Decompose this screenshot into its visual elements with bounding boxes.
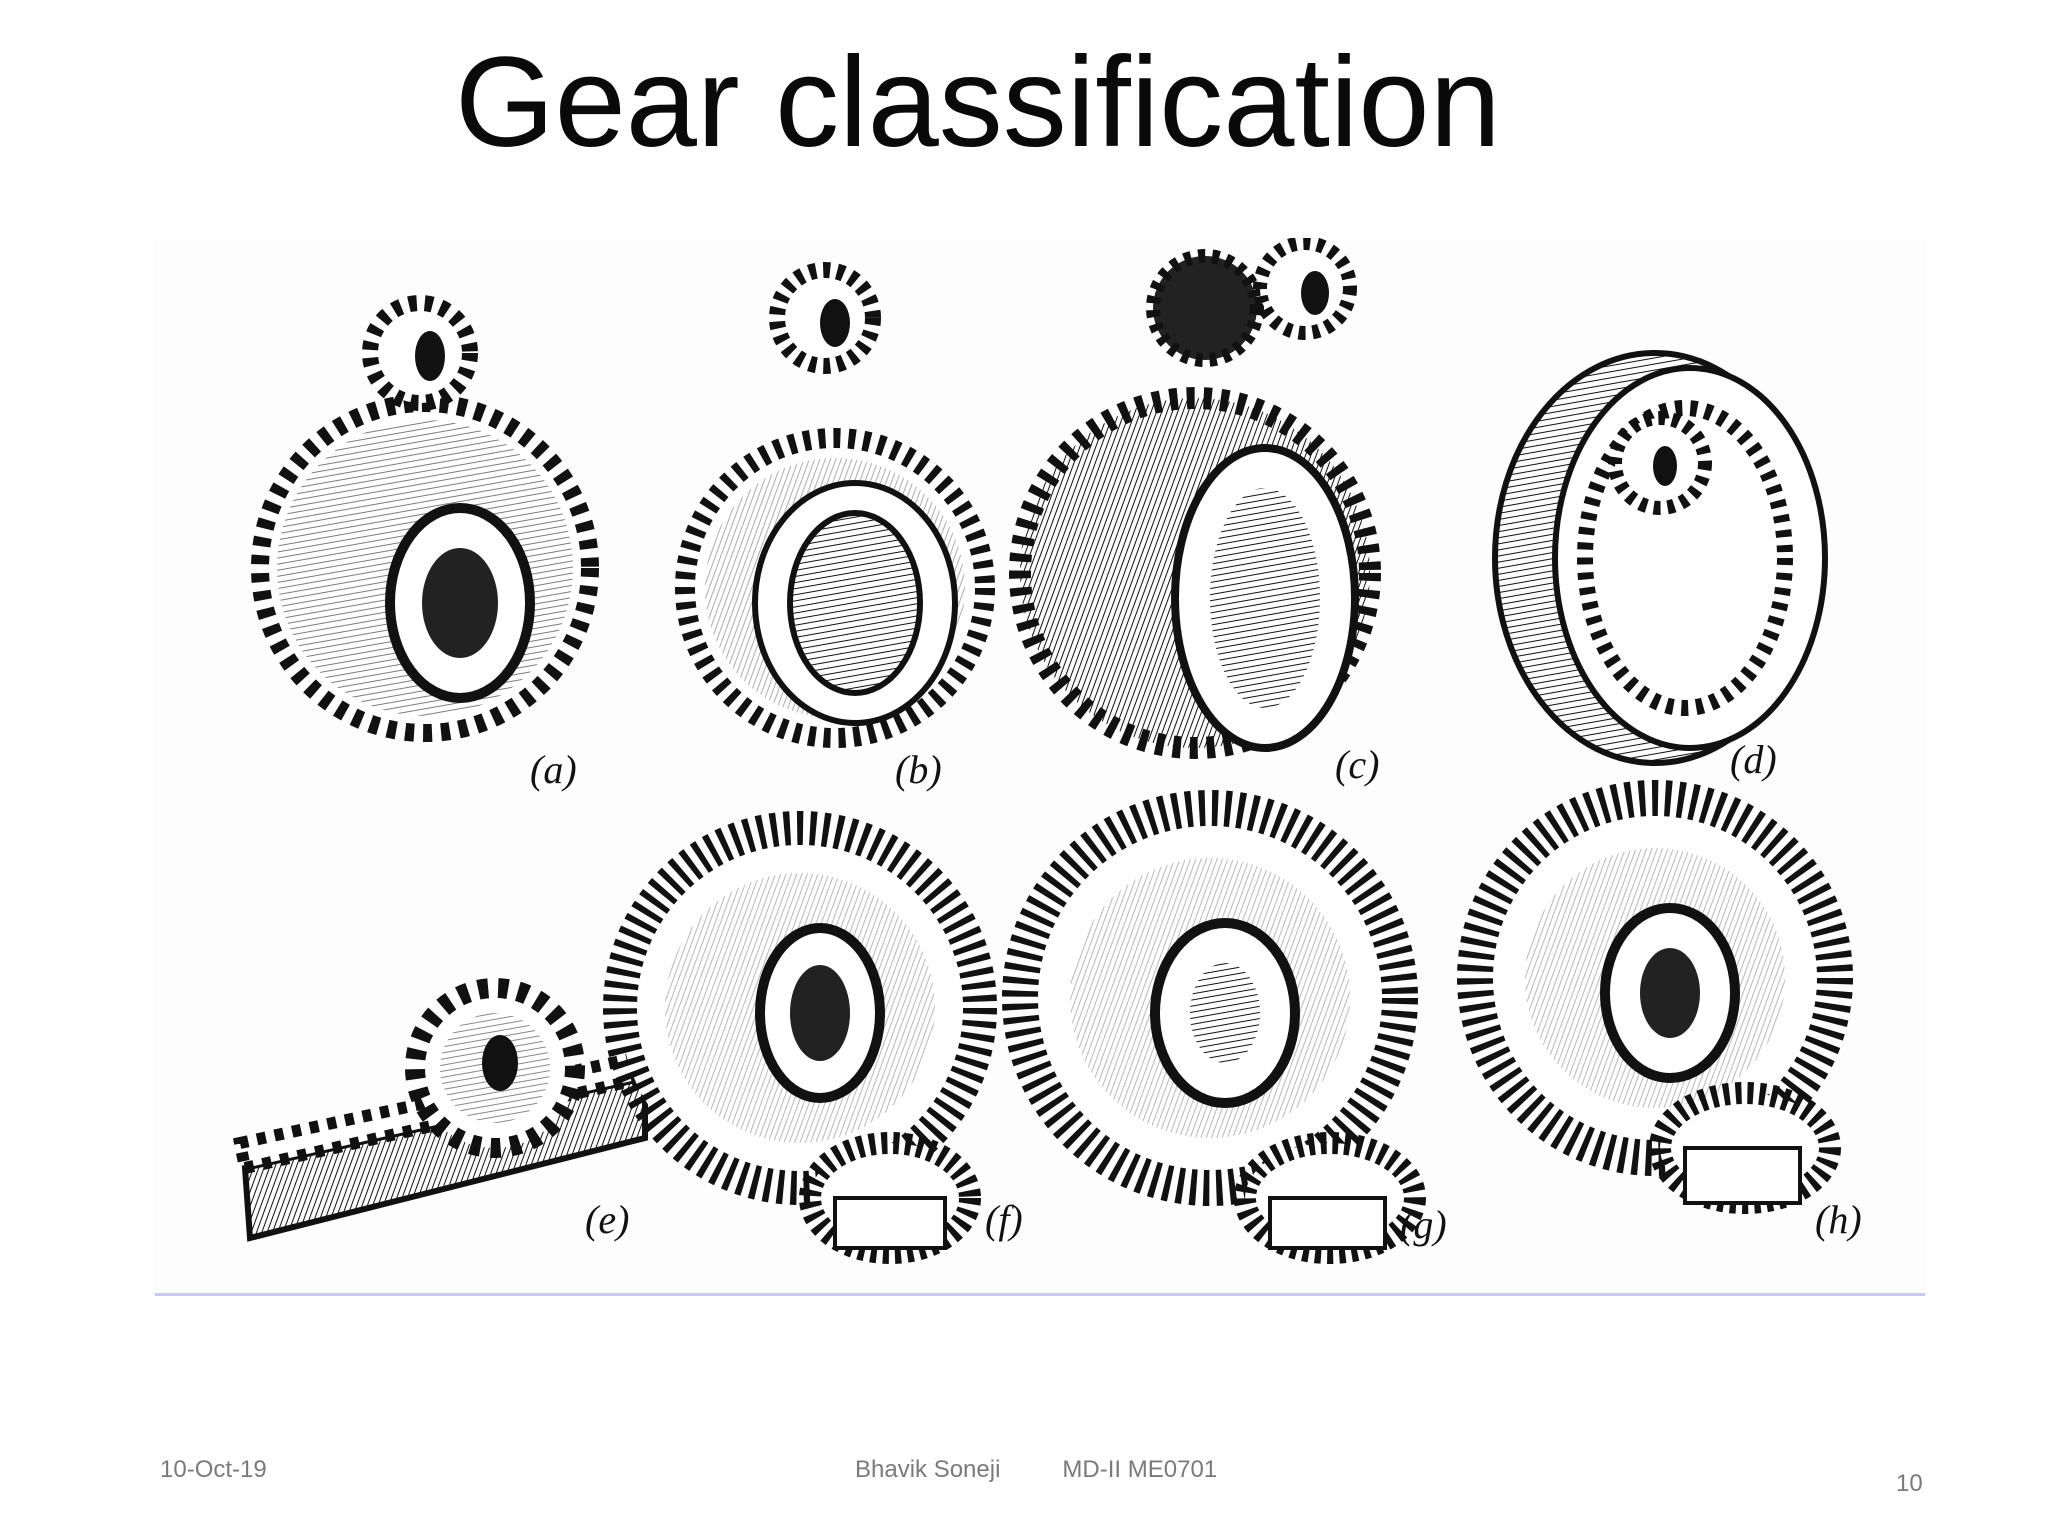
rack-and-pinion-e — [232, 978, 654, 1242]
caption-a: (a) — [530, 747, 577, 792]
slide-title: Gear classification — [455, 31, 1501, 174]
caption-d: (d) — [1730, 737, 1777, 782]
herringbone-gear-pair-c — [1009, 238, 1381, 759]
spiral-bevel-gear-pair-g — [1002, 790, 1426, 1264]
figure-divider — [155, 1293, 1925, 1296]
caption-e: (e) — [585, 1197, 629, 1242]
internal-gear-d — [1492, 350, 1828, 766]
caption-c: (c) — [1335, 742, 1379, 787]
footer-date: 10-Oct-19 — [160, 1456, 267, 1483]
caption-b: (b) — [895, 747, 942, 792]
caption-f: (f) — [985, 1197, 1023, 1242]
caption-g: (g) — [1400, 1202, 1447, 1247]
footer-center: Bhavik Soneji MD-II ME0701 — [855, 1456, 1217, 1484]
footer-author: Bhavik Soneji — [855, 1456, 1001, 1483]
helical-gear-pair-b — [675, 262, 995, 748]
gear-types-illustration: (a) (b) (c) (d) (e) (f) (g) (h) — [155, 238, 1925, 1293]
caption-h: (h) — [1815, 1197, 1862, 1242]
hypoid-gear-pair-h — [1457, 780, 1853, 1214]
bevel-gear-pair-f — [603, 811, 997, 1264]
spur-gear-pair-a — [251, 295, 599, 742]
footer-course: MD-II ME0701 — [1062, 1456, 1218, 1483]
page-number: 10 — [1896, 1470, 1923, 1497]
